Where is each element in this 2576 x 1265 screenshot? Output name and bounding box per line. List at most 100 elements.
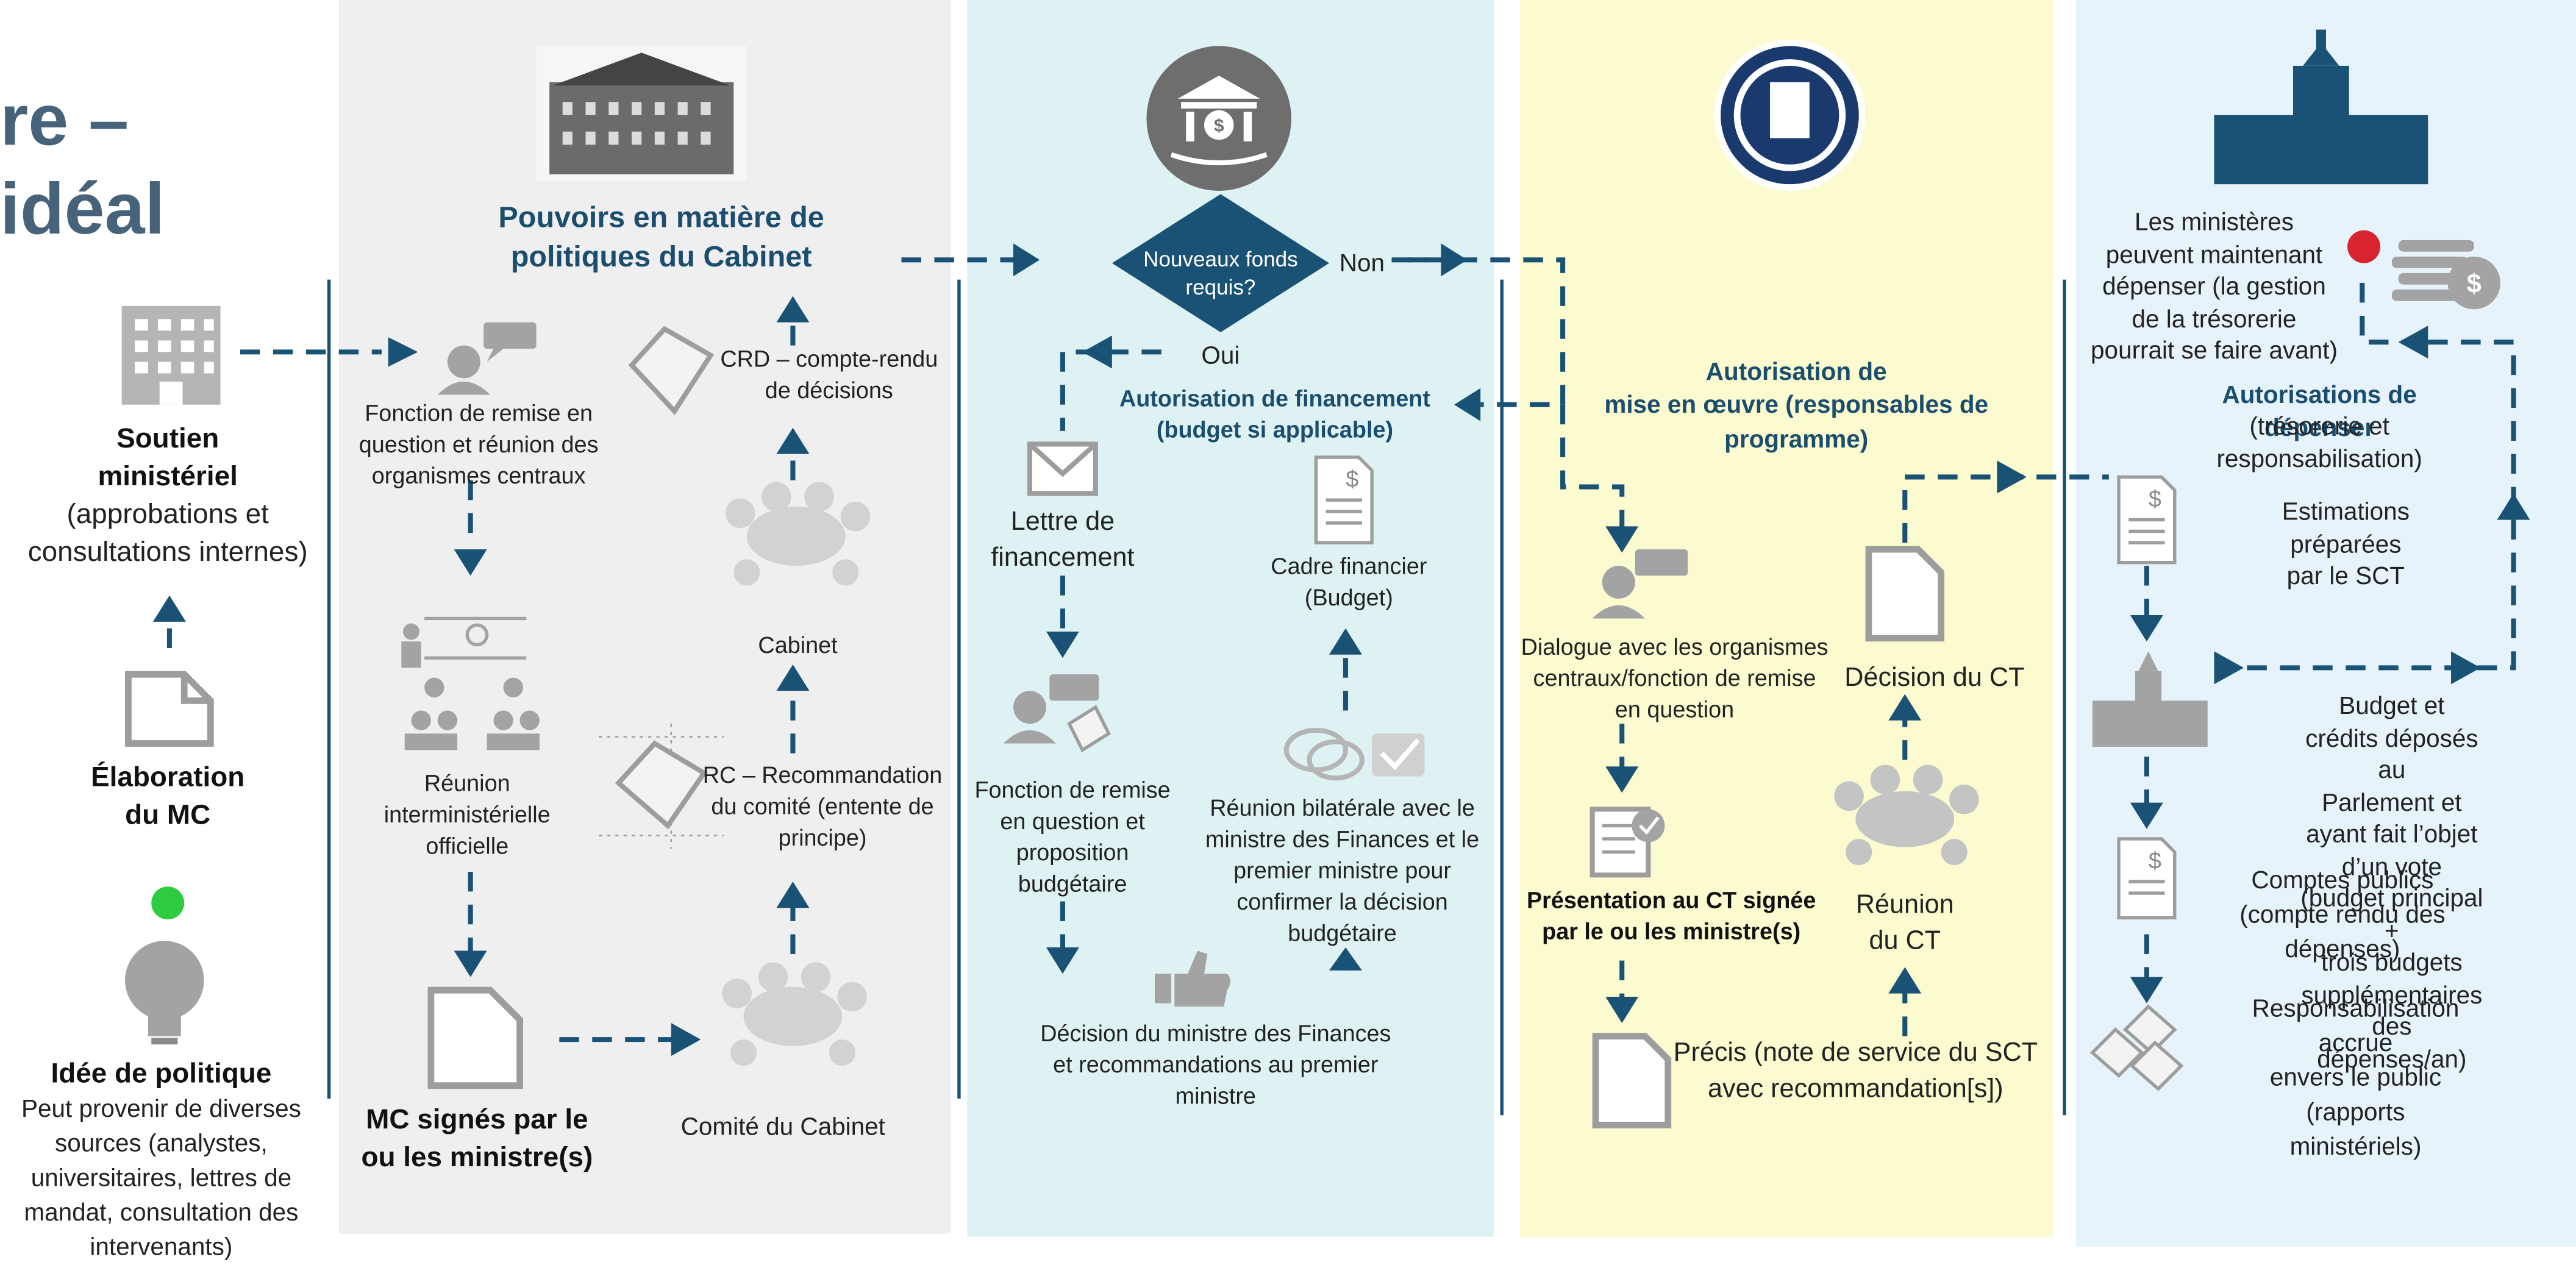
decision-finances-label: Décision du ministre des Finances et rec… xyxy=(1040,1019,1391,1108)
arrowhead xyxy=(1046,632,1079,658)
soutien-subtitle: (approbations et consultations internes) xyxy=(27,498,308,568)
person-document-icon xyxy=(1003,674,1111,753)
arrowhead xyxy=(776,664,810,691)
arrowhead xyxy=(388,337,418,367)
reunion-ct-label: Réunion du CT xyxy=(1855,891,1954,955)
arrowhead xyxy=(1329,947,1362,971)
meeting-group-icon xyxy=(401,616,540,750)
arrowhead xyxy=(454,950,487,977)
building-icon xyxy=(121,305,221,405)
decision-question: Nouveaux fonds requis? xyxy=(1143,246,1298,299)
arrowhead xyxy=(1605,766,1639,793)
svg-text:$: $ xyxy=(2149,849,2161,874)
person-chat-icon xyxy=(1592,549,1688,619)
comite-label: Comité du Cabinet xyxy=(680,1113,885,1142)
rc-label: RC – Recommandation du comité (entente d… xyxy=(702,761,943,850)
checklist-icon xyxy=(1589,807,1665,878)
mise-en-oeuvre-heading: Autorisation de mise en œuvre (responsab… xyxy=(1604,358,1989,454)
depenser-subheading: (trésorerie et responsabilisation) xyxy=(2216,413,2422,473)
arrowhead xyxy=(776,296,810,322)
document-icon xyxy=(1592,1033,1672,1128)
arrowhead xyxy=(2130,615,2163,642)
arrowhead xyxy=(776,427,810,454)
building-photo xyxy=(536,46,747,181)
conference-table-icon xyxy=(722,962,867,1066)
documents-stack-icon xyxy=(2089,1004,2184,1091)
start-dot xyxy=(151,886,185,920)
end-dot xyxy=(2347,230,2381,263)
remise-label: Fonction de remise en question et réunio… xyxy=(359,399,599,488)
chat-check-icon xyxy=(1283,727,1425,781)
soutien-title: Soutien ministériel xyxy=(98,422,238,492)
oui-label: Oui xyxy=(1201,342,1240,371)
document-icon xyxy=(427,986,523,1089)
financial-document-icon: $ xyxy=(2117,837,2177,920)
elaboration-label: Élaboration du MC xyxy=(91,761,245,831)
arrowhead xyxy=(2497,493,2530,520)
document-icon xyxy=(125,671,214,747)
arrowhead xyxy=(2451,651,2481,685)
mc-signes-label: MC signés par le ou les ministre(s) xyxy=(361,1103,593,1173)
arrowhead xyxy=(454,549,487,576)
page-title-line1: re – xyxy=(0,80,129,162)
arrowhead xyxy=(2130,977,2163,1003)
page-title-line2: idéal xyxy=(0,169,165,251)
precis-label: Précis (note de service du SCT avec reco… xyxy=(1673,1039,2038,1103)
cabinet-heading: Pouvoirs en matière de politiques du Cab… xyxy=(498,201,824,274)
arrow-end-link xyxy=(2360,283,2415,345)
arrowhead xyxy=(1441,243,1468,277)
lightbulb-icon xyxy=(125,941,204,1045)
cabinet-label: Cabinet xyxy=(758,632,838,658)
arrowhead xyxy=(1605,996,1639,1024)
presentation-label: Présentation au CT signée par le ou les … xyxy=(1526,886,1816,944)
remise-budget-label: Fonction de remise en question et propos… xyxy=(974,776,1171,896)
parliament-icon xyxy=(2214,29,2428,185)
financement-heading: Autorisation de financement (budget si a… xyxy=(1119,385,1430,443)
bank-hand-icon: $ xyxy=(1146,46,1291,191)
coins-icon: $ xyxy=(2391,240,2500,310)
document-icon xyxy=(1865,546,1945,642)
arrowhead xyxy=(776,882,810,908)
bilaterale-label: Réunion bilatérale avec le ministre des … xyxy=(1205,794,1480,946)
arrow-non xyxy=(1391,257,1566,407)
arrowhead xyxy=(1082,335,1112,369)
cadre-label: Cadre financier (Budget) xyxy=(1271,552,1427,610)
arrowhead xyxy=(152,595,186,622)
decision-ct-label: Décision du CT xyxy=(1844,664,2025,693)
arrow-to-dialogue xyxy=(1560,404,1625,536)
arrow-oui xyxy=(1060,349,1161,431)
svg-text:$: $ xyxy=(2149,486,2161,512)
arrowhead xyxy=(1888,967,1922,994)
conference-table-icon xyxy=(725,482,871,586)
non-label: Non xyxy=(1339,250,1385,278)
arrowhead xyxy=(1888,694,1922,721)
idee-title: Idée de politique xyxy=(51,1057,272,1089)
person-chat-icon xyxy=(437,322,537,395)
estimations-label: Estimations préparées par le SCT xyxy=(2282,498,2410,591)
conference-table-icon xyxy=(1834,764,1979,866)
svg-text:$: $ xyxy=(1214,116,1224,136)
ministeres-label: Les ministères peuvent maintenant dépens… xyxy=(2091,208,2338,365)
rc-document-icon xyxy=(599,724,724,849)
arrowhead xyxy=(2130,802,2163,829)
depenser-heading: Autorisations de dépenser xyxy=(2222,381,2417,443)
reunion-label: Réunion interministérielle officielle xyxy=(384,769,551,858)
lettre-label: Lettre de financement xyxy=(991,508,1135,572)
arrowhead xyxy=(671,1023,701,1057)
svg-text:$: $ xyxy=(1346,467,1358,493)
arrow-decision-col5 xyxy=(1902,474,2109,543)
arrowhead xyxy=(2214,651,2244,685)
crd-label: CRD – compte-rendu de décisions xyxy=(720,345,938,403)
envelope-icon xyxy=(1027,441,1098,496)
thumbs-up-icon xyxy=(1154,950,1231,1007)
arrowhead xyxy=(2398,326,2428,359)
comptes-label: Comptes publics (compte rendu des dépens… xyxy=(2239,866,2446,964)
budget-label: Budget et crédits déposés au Parlement e… xyxy=(2300,692,2483,1074)
arrowhead xyxy=(1605,526,1639,553)
responsabilisation-label: Responsabilisation accrue envers le publ… xyxy=(2252,995,2460,1161)
arrowhead xyxy=(1329,628,1362,655)
arrowhead xyxy=(1454,388,1481,421)
seal-icon xyxy=(1714,39,1866,191)
